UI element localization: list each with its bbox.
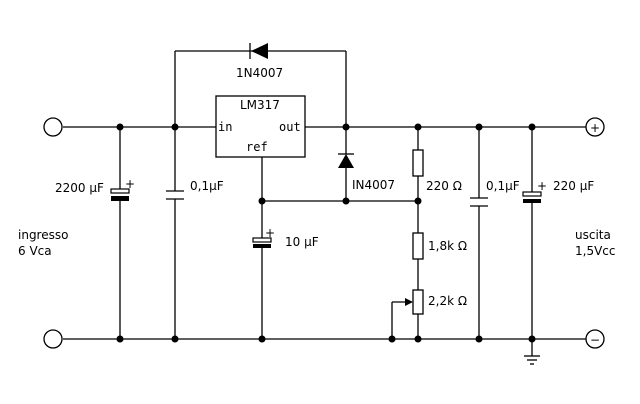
junction	[475, 123, 483, 131]
junction	[475, 335, 483, 343]
junction	[388, 335, 396, 343]
potentiometer-2k2: 2,2k Ω	[405, 289, 467, 315]
wiring	[63, 50, 586, 356]
junction	[528, 123, 536, 131]
capacitor-input-small: 0,1µF	[166, 179, 224, 200]
regulator-name: LM317	[240, 98, 280, 112]
output-label-line1: uscita	[575, 228, 611, 242]
junction	[171, 123, 179, 131]
res-220-label: 220 Ω	[426, 179, 462, 193]
cap-2200-label: 2200 µF	[55, 181, 104, 195]
output-label: uscita 1,5Vcc	[575, 228, 616, 258]
pin-in-label: in	[218, 120, 232, 134]
capacitor-output-small: 0,1µF	[470, 179, 520, 207]
resistor-1k8: 1,8k Ω	[412, 232, 467, 260]
diode-top: 1N4007	[236, 43, 283, 80]
cap-10-label: 10 µF	[285, 235, 319, 249]
junction	[171, 335, 179, 343]
junction	[342, 123, 350, 131]
junction	[342, 197, 350, 205]
diode-top-label: 1N4007	[236, 66, 283, 80]
junction-dots	[116, 123, 536, 343]
ground-icon	[524, 355, 540, 365]
input-terminal-top	[43, 117, 63, 137]
capacitor-2200uf: + 2200 µF	[55, 177, 135, 201]
junction	[414, 197, 422, 205]
pin-ref-label: ref	[246, 140, 268, 154]
junction	[258, 197, 266, 205]
input-terminal-bottom	[43, 329, 63, 349]
cap-220-plus: +	[537, 179, 547, 193]
output-terminal-positive: +	[585, 117, 605, 137]
resistor-220: 220 Ω	[412, 149, 462, 193]
capacitor-220uf: + 220 µF	[522, 179, 594, 203]
input-label-line2: 6 Vca	[18, 244, 52, 258]
junction	[116, 123, 124, 131]
input-label: ingresso 6 Vca	[18, 228, 68, 258]
output-terminal-negative: −	[585, 329, 605, 349]
negative-sign: −	[590, 333, 600, 347]
lm317-regulator: LM317 in out ref	[215, 95, 306, 158]
junction	[528, 335, 536, 343]
junction	[414, 123, 422, 131]
output-label-line2: 1,5Vcc	[575, 244, 616, 258]
cap-10-plus: +	[265, 226, 275, 240]
junction	[116, 335, 124, 343]
junction	[414, 335, 422, 343]
pin-out-label: out	[279, 120, 301, 134]
diode-side: IN4007	[338, 153, 395, 192]
cap-2200-plus: +	[125, 177, 135, 191]
res-1k8-label: 1,8k Ω	[428, 239, 467, 253]
pot-label: 2,2k Ω	[428, 294, 467, 308]
input-label-line1: ingresso	[18, 228, 68, 242]
junction	[258, 335, 266, 343]
cap-output-small-label: 0,1µF	[486, 179, 520, 193]
cap-220-label: 220 µF	[553, 179, 594, 193]
diode-side-label: IN4007	[352, 178, 395, 192]
capacitor-10uf: + 10 µF	[252, 226, 319, 249]
cap-input-small-label: 0,1µF	[190, 179, 224, 193]
positive-sign: +	[590, 121, 600, 135]
